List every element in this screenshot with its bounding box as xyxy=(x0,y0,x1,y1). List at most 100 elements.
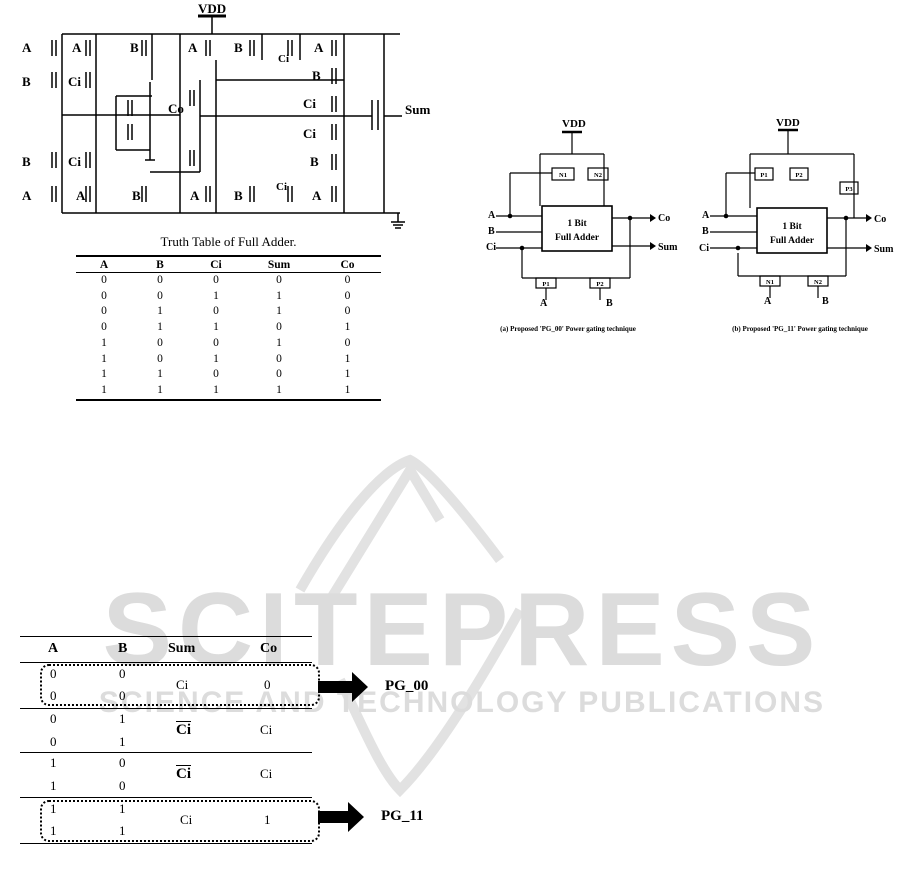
pg11-in-a: A xyxy=(702,210,710,221)
pg11-block-line1: 1 Bit xyxy=(782,222,802,232)
circuit-vdd-label: VDD xyxy=(198,1,226,16)
cell: 1 xyxy=(276,336,282,349)
circuit-label-ci: Ci xyxy=(303,96,316,111)
reduced-cell: 0 xyxy=(119,666,126,681)
full-adder-circuit: VDD A B B A A Ci Ci A B B A A B B Ci Ci … xyxy=(22,1,430,229)
reduced-cell: 1 xyxy=(50,801,57,816)
cell: 0 xyxy=(101,289,107,302)
circuit-label-a: A xyxy=(72,40,82,55)
pg00-in-ci: Ci xyxy=(486,242,496,253)
cell: 1 xyxy=(276,305,282,318)
pg11-t5: N2 xyxy=(814,279,822,286)
row-rule xyxy=(20,797,312,798)
cell: 1 xyxy=(344,321,351,334)
cell: 1 xyxy=(157,368,163,381)
cell: 1 xyxy=(314,382,381,401)
cell: 1 xyxy=(276,289,282,302)
reduced-sum: Ci xyxy=(176,722,191,738)
circuit-label-ci: Ci xyxy=(303,126,316,141)
circuit-label-a: A xyxy=(22,188,32,203)
reduced-cell: 0 xyxy=(50,688,57,703)
pg11-t4: N1 xyxy=(766,279,774,286)
header-b: B xyxy=(132,255,188,273)
reduced-co: Ci xyxy=(260,766,273,781)
reduced-cell: 1 xyxy=(119,801,126,816)
pg00-gate-b: B xyxy=(606,298,613,309)
table-top-rule xyxy=(20,636,312,637)
pg00-t1: N1 xyxy=(559,172,567,179)
circuit-label-b: B xyxy=(312,68,321,83)
header-sum: Sum xyxy=(244,255,314,273)
cell: 0 xyxy=(276,274,282,286)
circuit-label-a: A xyxy=(76,188,86,203)
truth-table-caption: Truth Table of Full Adder. xyxy=(160,234,297,249)
reduced-cell: 1 xyxy=(50,823,57,838)
circuit-label-ci: Ci xyxy=(278,53,289,65)
cell: 0 xyxy=(276,321,282,334)
cell: 1 xyxy=(157,321,163,334)
pg11-caption: (b) Proposed 'PG_11' Power gating techni… xyxy=(732,325,868,333)
cell: 0 xyxy=(344,305,351,318)
reduced-cell: 0 xyxy=(119,755,126,770)
cell: 0 xyxy=(101,305,107,318)
circuit-label-a: A xyxy=(22,40,32,55)
pg00-block-line2: Full Adder xyxy=(555,233,600,243)
cell: 0 xyxy=(157,336,163,349)
reduced-cell: 1 xyxy=(50,778,57,793)
reduced-co: 0 xyxy=(264,677,271,692)
cell: 1 xyxy=(101,368,107,381)
reduced-cell: 1 xyxy=(119,734,126,749)
circuit-label-ci: Ci xyxy=(276,181,287,193)
cell: 1 xyxy=(157,305,163,318)
reduced-sum: Ci xyxy=(176,677,189,692)
cell: 1 xyxy=(344,352,351,365)
watermark-main: SCITEPRESS xyxy=(103,572,822,688)
cell: 0 xyxy=(344,289,351,302)
pg00-t3: P1 xyxy=(542,281,549,288)
header-ci: Ci xyxy=(188,255,244,273)
circuit-label-sum: Sum xyxy=(405,102,430,117)
cell: 0 xyxy=(157,352,163,365)
pg11-t1: P1 xyxy=(760,172,767,179)
arrow-right-icon xyxy=(318,802,364,832)
pg11-out-sum: Sum xyxy=(874,244,894,255)
table-row: 0 0 1 1 0 xyxy=(76,289,381,305)
cell: 1 xyxy=(213,289,219,302)
circuit-label-b: B xyxy=(22,74,31,89)
circuit-label-a: A xyxy=(190,188,200,203)
table-bottom-rule xyxy=(20,843,312,844)
cell: 1 xyxy=(101,352,107,365)
cell: 0 xyxy=(157,289,163,302)
table-header-row: A B Ci Sum Co xyxy=(76,255,381,273)
cell: 0 xyxy=(101,321,107,334)
circuit-label-a: A xyxy=(188,40,198,55)
cell: 0 xyxy=(344,274,351,286)
cell: 1 xyxy=(213,352,219,365)
reduced-cell: 1 xyxy=(50,755,57,770)
pg11-label: PG_11 xyxy=(381,808,424,824)
cell: 1 xyxy=(244,382,314,401)
circuit-label-b: B xyxy=(132,188,141,203)
pg11-gate-a: A xyxy=(764,296,772,307)
reduced-cell: 0 xyxy=(119,688,126,703)
cell: 1 xyxy=(101,336,107,349)
reduced-sum: Ci xyxy=(180,812,193,827)
circuit-label-b: B xyxy=(22,154,31,169)
pg00-in-a: A xyxy=(488,210,496,221)
reduced-cell: 0 xyxy=(50,711,57,726)
circuit-label-co: Co xyxy=(168,101,184,116)
reduced-header-a: A xyxy=(48,641,59,656)
reduced-cell: 0 xyxy=(50,666,57,681)
reduced-cell: 0 xyxy=(119,778,126,793)
cell: 0 xyxy=(276,368,282,381)
cell: 1 xyxy=(76,382,132,401)
pg00-caption: (a) Proposed 'PG_00' Power gating techni… xyxy=(500,325,636,333)
pg11-in-b: B xyxy=(702,226,709,237)
